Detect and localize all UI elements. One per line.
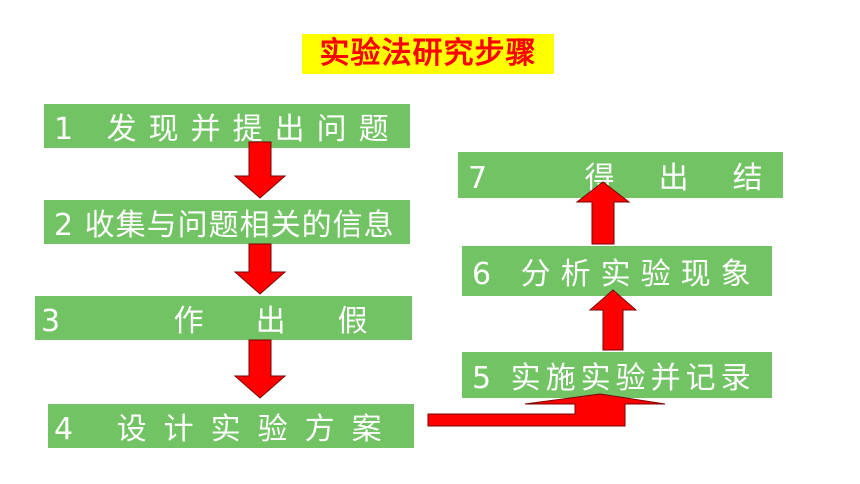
arrow-bent-4-5 bbox=[427, 393, 666, 427]
step-6-box: 6 分析实验现象 bbox=[462, 246, 772, 296]
arrow-up-5-6 bbox=[588, 289, 638, 351]
step-3-label: 3 作出假设 bbox=[41, 304, 412, 339]
step-2-box: 2 收集与问题相关的信息 bbox=[44, 200, 410, 244]
step-4-box: 4 设计实验方案 bbox=[48, 404, 414, 448]
step-2-label: 2 收集与问题相关的信息 bbox=[54, 208, 395, 243]
step-5-label: 5 实施实验并记录 bbox=[472, 361, 756, 396]
step-6-label: 6 分析实验现象 bbox=[472, 257, 761, 292]
step-7-box: 7 得出结论 bbox=[458, 152, 783, 198]
step-1-box: 1 发现并提出问题 bbox=[44, 104, 410, 148]
arrow-up-6-7 bbox=[575, 181, 631, 245]
step-7-label: 7 得出结论 bbox=[468, 161, 783, 196]
arrow-down-2-3 bbox=[233, 243, 287, 295]
step-4-label: 4 设计实验方案 bbox=[54, 412, 399, 447]
step-1-label: 1 发现并提出问题 bbox=[54, 112, 401, 147]
arrow-down-1-2 bbox=[233, 141, 287, 199]
diagram-title: 实验法研究步骤 bbox=[302, 34, 554, 74]
arrow-down-3-4 bbox=[233, 339, 287, 399]
step-3-box: 3 作出假设 bbox=[35, 296, 412, 340]
step-5-box: 5 实施实验并记录 bbox=[462, 352, 772, 398]
